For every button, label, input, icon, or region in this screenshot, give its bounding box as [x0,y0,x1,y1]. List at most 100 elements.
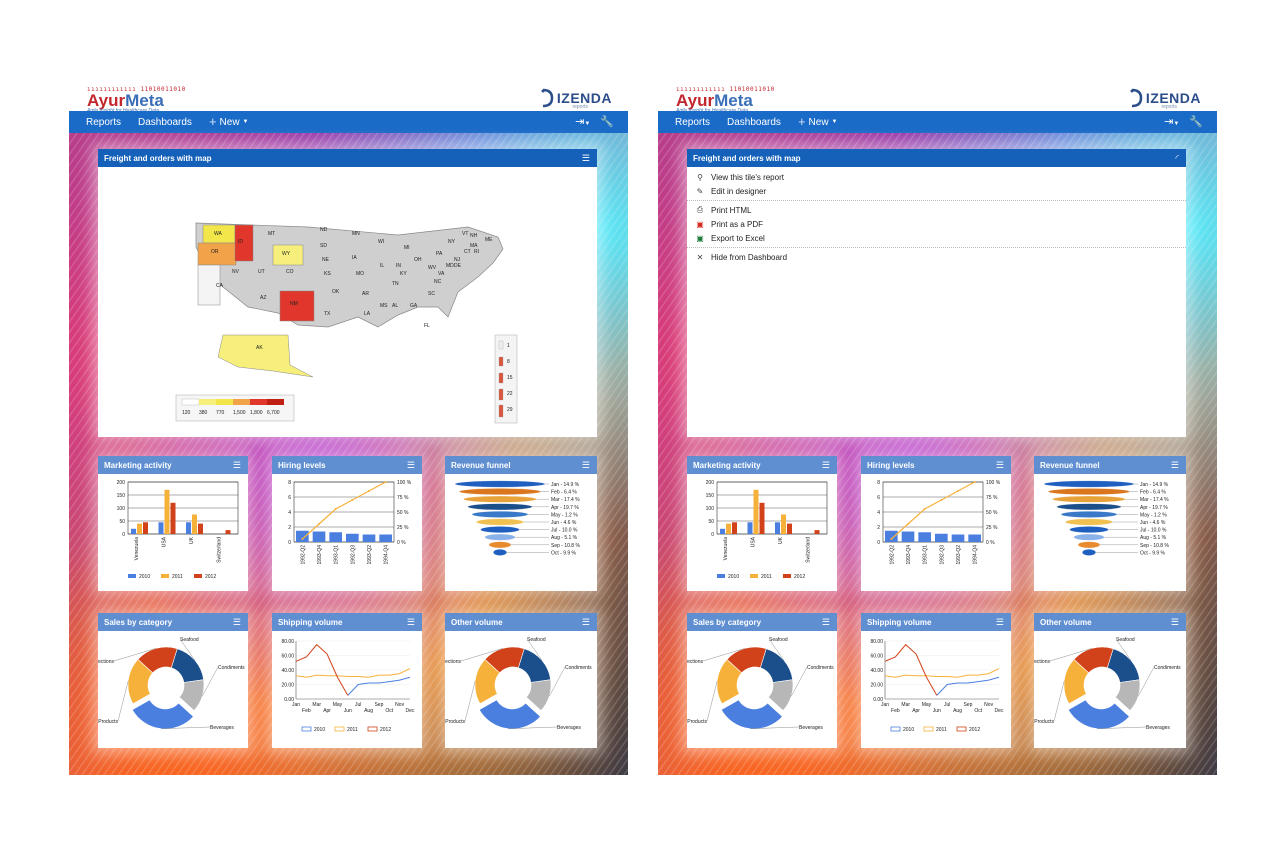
nav-new[interactable]: +New▼ [797,114,838,129]
y-tick-label: 2 [288,525,291,531]
hamburger-menu-icon[interactable]: ☰ [581,460,590,470]
funnel-segment [1052,495,1126,503]
hamburger-menu-icon[interactable]: ☰ [995,460,1004,470]
hamburger-menu-icon[interactable]: ☰ [1170,617,1179,627]
hamburger-menu-icon[interactable]: ☰ [232,460,241,470]
state-label-wy: WY [282,251,291,257]
tile-title: Shipping volume [278,617,343,627]
settings-wrench-icon[interactable]: 🔧 [600,116,614,128]
legend-swatch [367,726,378,732]
state-label-me: ME [485,237,493,243]
state-label-mt: MT [268,231,275,237]
signin-icon[interactable]: ⇥▼ [1164,116,1180,128]
hamburger-menu-icon[interactable]: ☰ [821,617,830,627]
nav-reports[interactable]: Reports [86,116,122,128]
funnel-label: Feb - 6.4 % [1140,490,1166,496]
legend-value: 380 [199,410,208,416]
menu-divider [687,247,1186,248]
hamburger-menu-icon[interactable]: ☰ [821,460,830,470]
bar [720,528,725,534]
hamburger-menu-icon[interactable]: ☰ [581,153,590,163]
slice-label: Beverages [210,725,234,731]
hamburger-menu-icon[interactable]: ☰ [406,617,415,627]
nav-new[interactable]: +New▼ [208,114,249,129]
menu-hide-dashboard[interactable]: ✕Hide from Dashboard [696,252,788,262]
x-tick-label: 1992-Q3 [350,545,356,565]
donut-slice [517,648,551,683]
nav-dashboards[interactable]: Dashboards [138,116,192,128]
y2-tick-label: 25 % [986,525,998,531]
y-tick-label: 50 [708,519,714,525]
x-tick-label: 1992-Q2 [300,545,306,565]
slice-label: Seafood [769,637,788,643]
y-tick-label: 60.00 [281,654,294,660]
hamburger-menu-icon[interactable]: ☰ [1170,460,1179,470]
leader-line [1097,726,1147,729]
hamburger-menu-icon[interactable]: ☰ [581,617,590,627]
x-tick-label: 1993-Q4 [317,545,323,565]
menu-edit-designer[interactable]: ✎Edit in designer [696,186,767,196]
state-label-ny: NY [448,239,456,245]
state-label-wv: WV [428,265,437,271]
y-tick-label: 20.00 [281,683,294,689]
close-icon: ✕ [696,252,704,262]
bar [901,531,915,542]
state-label-mi: MI [404,245,410,251]
y-tick-label: 200 [706,480,715,486]
settings-wrench-icon[interactable]: 🔧 [1189,116,1203,128]
state-nm [279,290,315,322]
brand-name-part2: Meta [714,91,753,110]
cumulative-point [940,499,943,501]
leader-line [750,726,800,729]
izenda-logo-icon [1130,88,1143,108]
state-label-ks: KS [324,271,331,277]
funnel-segment [1073,533,1105,541]
hamburger-menu-icon[interactable]: ☰ [406,460,415,470]
legend-value: 120 [182,410,191,416]
state-label-mo: MO [356,271,364,277]
bar [379,534,392,542]
menu-print-html[interactable]: ⎙Print HTML [696,205,752,215]
menu-export-excel[interactable]: ▣Export to Excel [696,233,765,243]
y-tick-label: 150 [117,493,126,499]
legend-value: 6,700 [267,410,280,416]
state-label-nm: NM [290,301,298,307]
state-label-il: IL [380,263,384,269]
state-ca [197,264,221,306]
hamburger-menu-icon[interactable]: ☰ [995,617,1004,627]
menu-view-report[interactable]: ⚲View this tile's report [687,170,1186,184]
signin-icon[interactable]: ⇥▼ [575,116,591,128]
cumulative-line [890,481,975,540]
state-label-nj: NJ [454,257,461,263]
state-label-nh: NH [470,233,478,239]
x-tick-label: Apr [912,708,920,714]
slice-label: Seafood [527,637,546,643]
bar [143,522,148,534]
tile-map: Freight and orders with map◜ ⚲View this … [687,149,1186,437]
y-tick-label: 60.00 [870,654,883,660]
search-icon: ⚲ [697,172,703,182]
slice-label: Beverages [557,725,581,731]
nav-dashboards[interactable]: Dashboards [727,116,781,128]
state-label-nv: NV [232,269,240,275]
bar-legend-value: 8 [507,359,510,365]
cumulative-point [351,499,354,501]
bar [164,489,170,534]
cumulative-point [890,538,893,540]
menu-print-pdf[interactable]: ▣Print as a PDF [696,219,764,229]
x-tick-label: USA [751,536,757,547]
nav-reports[interactable]: Reports [675,116,711,128]
funnel-label: Jul - 10.0 % [551,528,578,534]
hamburger-menu-icon[interactable]: ☰ [232,617,241,627]
leader-line [1049,648,1093,662]
state-label-wa: WA [214,231,223,237]
funnel-label: Sep - 10.8 % [1140,543,1169,549]
x-tick-label: Aug [953,708,962,714]
donut-slice [131,699,194,730]
funnel-segment [1082,549,1096,556]
